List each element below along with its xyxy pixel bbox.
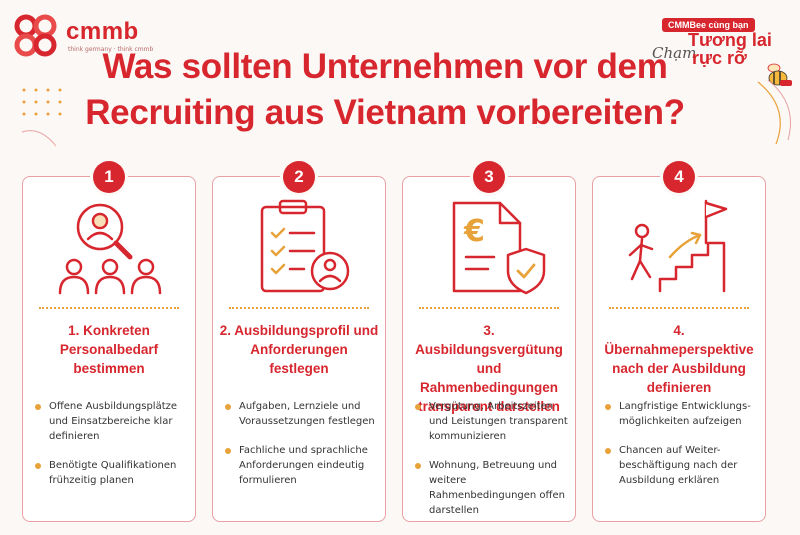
step-title: 2. Ausbildungsprofil und Anforderungen f…	[219, 323, 379, 376]
list-item: Offene Ausbildungsplätze und Einsatzbere…	[35, 399, 191, 444]
slogan-badge: CMMBee cùng bạn Tương lai Chạm rực rỡ	[648, 12, 798, 152]
bullet-list: Offene Ausbildungsplätze und Einsatzbere…	[35, 399, 191, 502]
divider	[419, 307, 559, 309]
bullet-list: Langfristige Entwicklungs-möglichkeiten …	[605, 399, 761, 502]
list-item: Benötigte Qualifikationen frühzeitig pla…	[35, 458, 191, 488]
euro-document-shield-icon: €	[452, 201, 546, 295]
step-card-3: 3 € 3. Ausbildungsvergütung und Rahmenbe…	[402, 161, 576, 522]
slogan-script: Chạm	[652, 44, 697, 62]
bullet-list: Vergütung, Arbeitszeiten und Leistungen …	[415, 399, 571, 532]
list-item: Wohnung, Betreuung und weitere Rahmenbed…	[415, 458, 571, 518]
divider	[39, 307, 179, 309]
page-title-line-2: Recruiting aus Vietnam vorbereiten?	[85, 93, 685, 132]
bullet-list: Aufgaben, Lernziele und Voraussetzungen …	[225, 399, 381, 502]
step-title: 3. Ausbildungsvergütung und Rahmenbeding…	[415, 323, 563, 414]
list-item: Vergütung, Arbeitszeiten und Leistungen …	[415, 399, 571, 444]
career-stairs-flag-icon	[628, 199, 728, 293]
brand-tagline: think germany · think cmmb	[68, 46, 154, 53]
slogan-line-1: Tương lai	[688, 30, 772, 50]
list-item: Aufgaben, Lernziele und Voraussetzungen …	[225, 399, 381, 429]
step-card-1: 1 1. Konkreten Personalbedarf bestimmen …	[22, 161, 196, 522]
list-item: Langfristige Entwicklungs-möglichkeiten …	[605, 399, 761, 429]
divider	[609, 307, 749, 309]
slogan-line-2: rực rỡ	[692, 48, 747, 68]
step-number-badge: 4	[663, 161, 695, 193]
step-number-badge: 2	[283, 161, 315, 193]
step-number-badge: 3	[473, 161, 505, 193]
divider	[229, 307, 369, 309]
step-card-2: 2 2. Ausbildungsprofil und Anforderungen…	[212, 161, 386, 522]
step-title: 4. Übernahmeperspektive nach der Ausbild…	[604, 323, 754, 395]
logo-mark-icon	[14, 14, 57, 57]
step-title: 1. Konkreten Personalbedarf bestimmen	[59, 323, 159, 376]
recruitment-search-icon	[58, 203, 162, 295]
step-number-badge: 1	[93, 161, 125, 193]
clipboard-checklist-icon	[260, 199, 350, 293]
decorative-dots-icon	[21, 88, 62, 147]
step-card-4: 4 4. Übernahmeperspektive nach der Ausbi…	[592, 161, 766, 522]
bee-mascot-icon	[767, 63, 792, 86]
list-item: Fachliche und sprachliche Anforderungen …	[225, 443, 381, 488]
page-title-line-1: Was sollten Unternehmen vor dem	[102, 47, 668, 86]
list-item: Chancen auf Weiter-beschäftigung nach de…	[605, 443, 761, 488]
slogan-pill: CMMBee cùng bạn	[662, 18, 755, 32]
svg-text:€: €	[463, 214, 485, 249]
decorative-arc-icon	[757, 79, 791, 145]
cmmb-logo[interactable]: cmmb think germany · think cmmb	[14, 10, 164, 62]
page-title: Was sollten Unternehmen vor dem Recruiti…	[60, 44, 710, 136]
brand-name: cmmb	[66, 18, 139, 45]
